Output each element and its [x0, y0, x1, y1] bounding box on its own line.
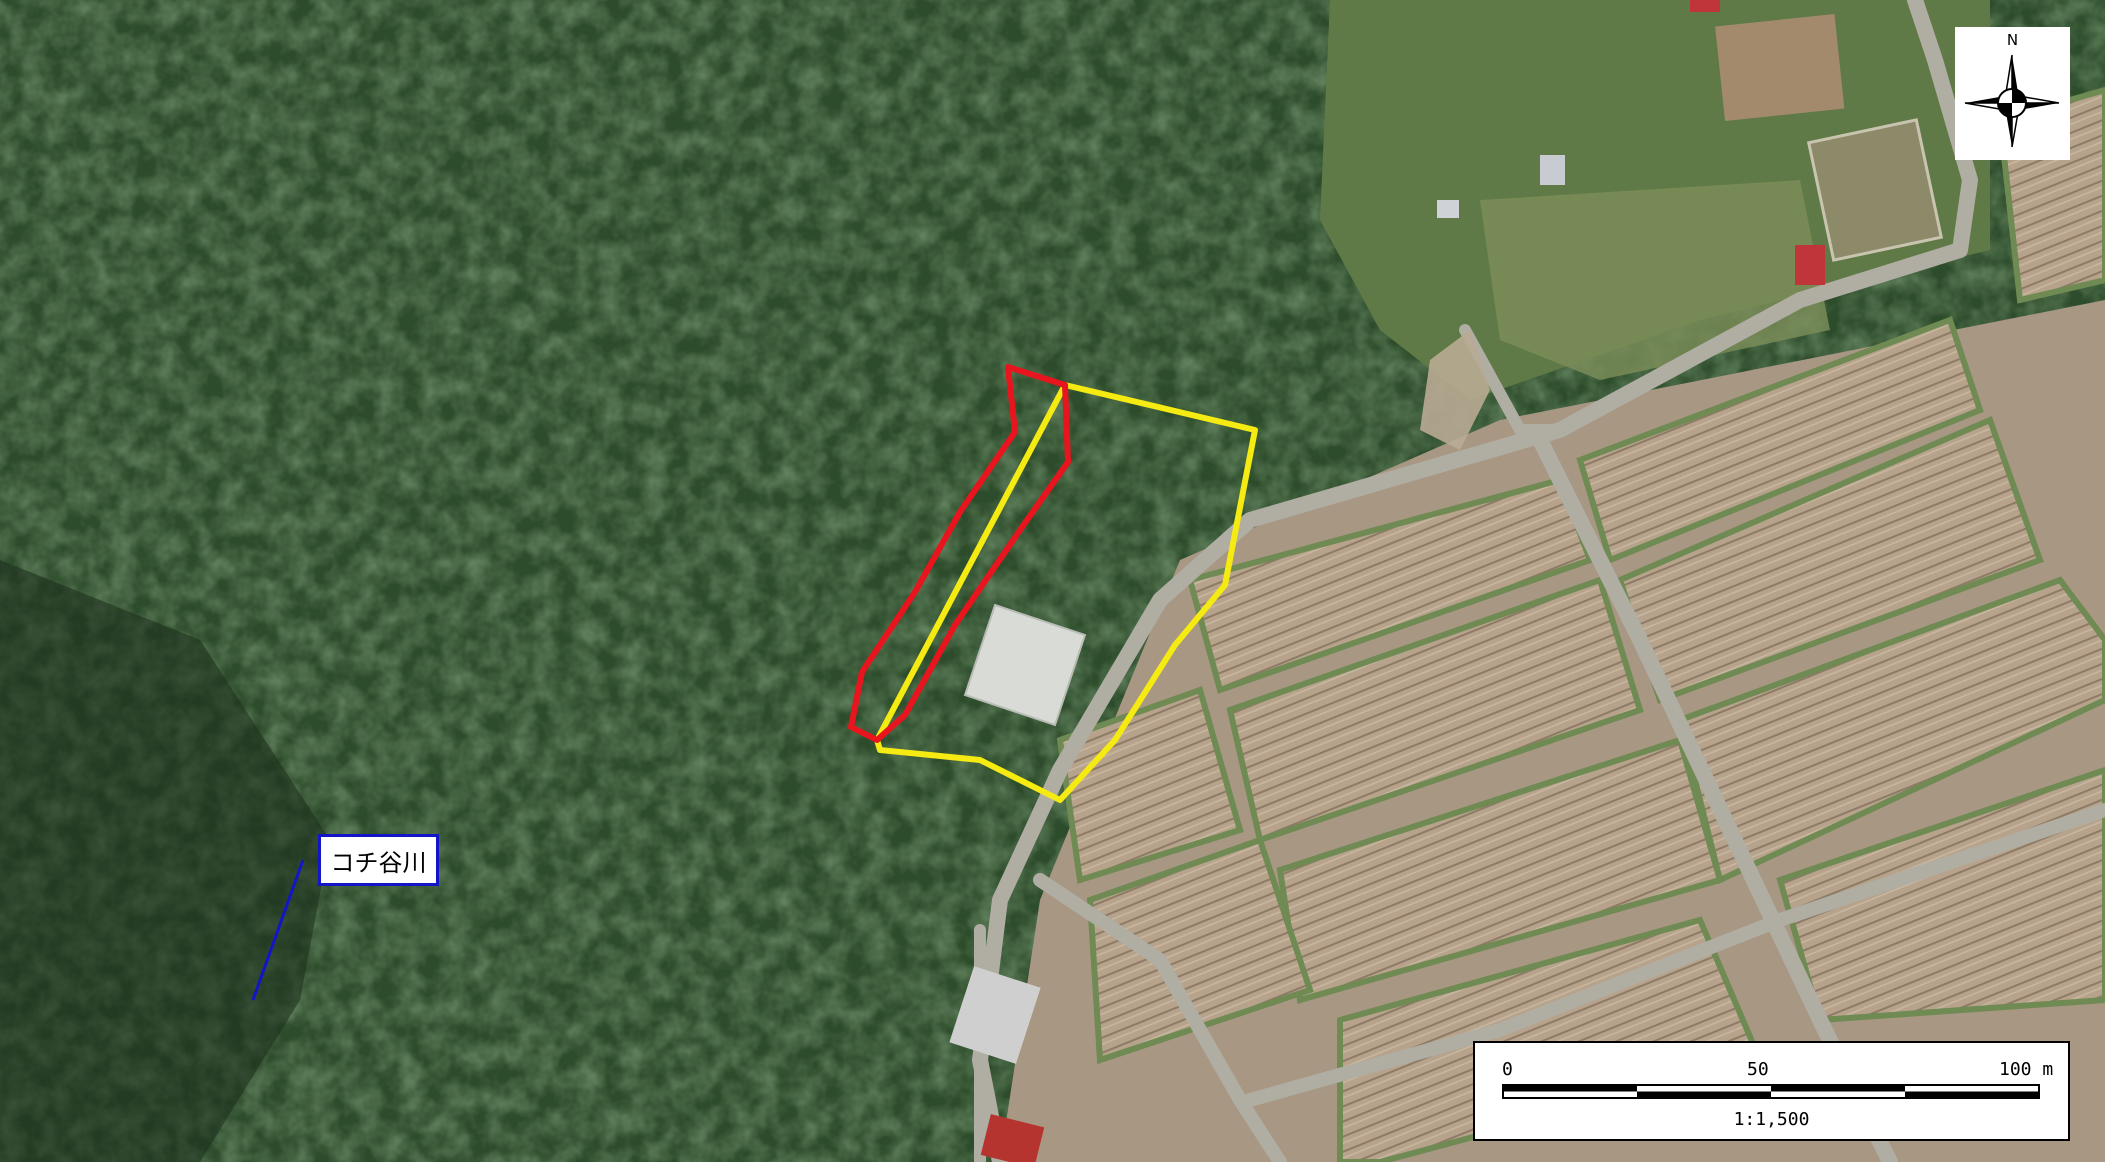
river-label: コチ谷川	[318, 834, 439, 886]
red-boundary	[848, 364, 1071, 743]
scale-bar: 0 50 100 m 1:1,500	[1473, 1041, 2070, 1141]
red-roof-barn	[1795, 245, 1825, 285]
shed-2	[1437, 200, 1459, 218]
greenhouse	[963, 603, 1087, 727]
red-roof-south	[980, 1114, 1045, 1162]
garden-plots	[1806, 118, 1944, 262]
scale-tick-50: 50	[1747, 1059, 1769, 1080]
scale-tick-0: 0	[1502, 1059, 1513, 1080]
north-letter: N	[2006, 31, 2019, 49]
shed-1	[1540, 155, 1565, 185]
scale-bar-graphic	[1502, 1084, 2040, 1099]
paddy-fields	[1056, 86, 2105, 1162]
scale-ratio: 1:1,500	[1733, 1109, 1810, 1130]
bare-plot	[1715, 14, 1845, 122]
buildings	[949, 0, 1825, 1162]
north-arrow: N	[1955, 27, 2070, 160]
soil-patch	[1420, 330, 1490, 450]
house-south	[949, 966, 1041, 1064]
compass-icon	[1964, 54, 2060, 148]
yellow-boundary	[874, 382, 1258, 803]
scale-tick-100: 100 m	[1999, 1059, 2054, 1080]
shed-3	[1690, 0, 1720, 12]
valley-shadow	[0, 560, 330, 1162]
river-name: コチ谷川	[330, 848, 427, 877]
river-leader-line	[251, 859, 305, 1001]
